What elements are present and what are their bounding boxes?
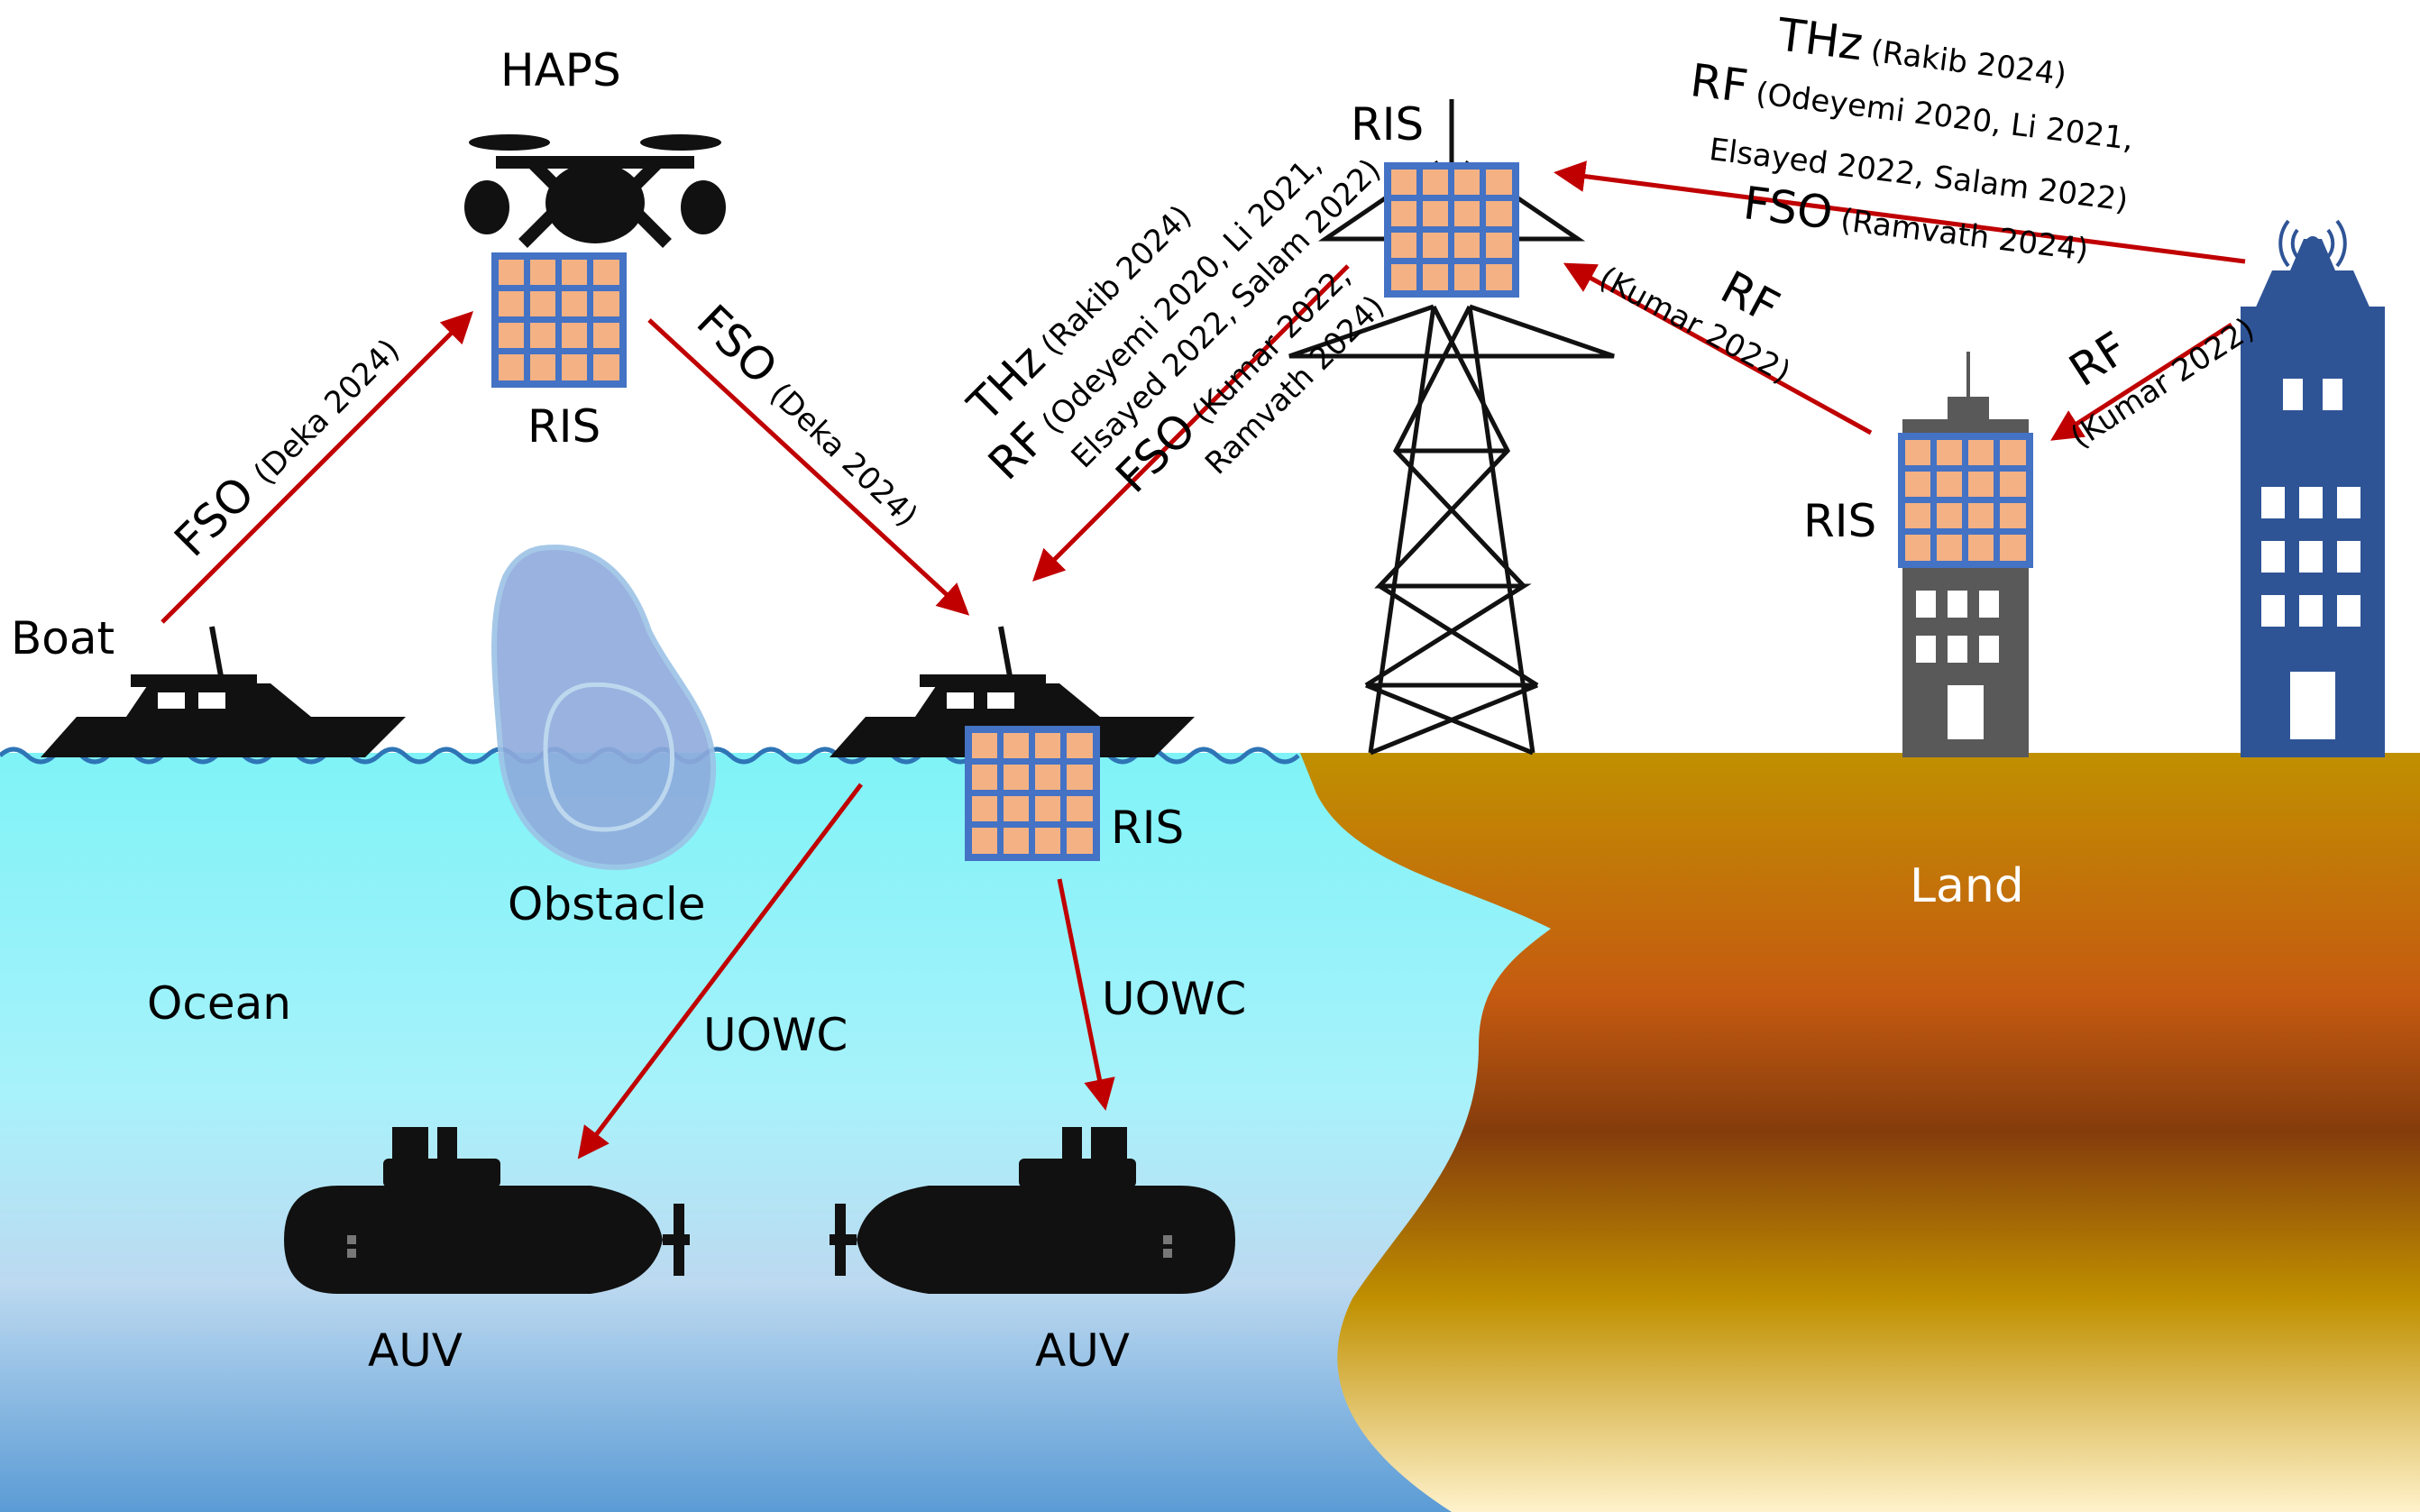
boat-label: Boat [11,612,115,664]
ris-panel-icon [1384,162,1519,298]
ocean-region [0,753,1551,1512]
link-label-bs-tower: THz(Rakib 2024) RF(Odeyemi 2020, Li 2021… [1688,8,2136,268]
arrow-building-to-tower [1563,262,1873,435]
obstacle-icon [491,545,717,870]
link-arrows [160,160,2246,1159]
ris-panel-icon [1898,433,2033,568]
link-label-bs-building: RF (Kumar 2022) [2060,310,2261,455]
ris-panel-icon [491,252,627,388]
drone-icon [464,134,726,248]
arrow-bs-to-building [2050,322,2233,441]
ris-building-label: RIS [1803,495,1876,547]
land-label: Land [1910,859,2024,913]
link-label-boat-haps: FSO (Deka 2024) [164,323,408,567]
arrow-boat-to-auv-left [577,783,863,1159]
building-icon [2241,239,2385,757]
arrow-boat-to-haps [160,311,473,624]
ris-boat-label: RIS [1111,802,1184,854]
land-region [1300,753,2420,1512]
arrow-haps-to-boat [647,318,970,616]
link-label-haps-boat: FSO (Deka 2024) [687,295,934,536]
svg-text:Elsayed 2022, Salam 2022): Elsayed 2022, Salam 2022) [1065,151,1389,475]
uowc-left-label: UOWC [703,1009,848,1061]
arrow-bs-to-tower [1554,160,2246,264]
link-label-building-tower: RF (Kumar 2022) [1593,260,1796,390]
ris-panel-icon [965,726,1100,861]
arrow-ris-to-auv-right [1057,878,1115,1111]
auv-right-label: AUV [1035,1324,1130,1377]
uowc-right-label: UOWC [1102,973,1246,1025]
ris-tower-label: RIS [1351,98,1424,151]
ocean-label: Ocean [147,977,291,1030]
obstacle-label: Obstacle [508,878,706,930]
arrow-tower-to-boat [1032,264,1350,582]
auv-left-label: AUV [368,1324,463,1377]
transmission-tower-icon [1288,99,1615,756]
antenna-icon [2278,219,2347,268]
ris-haps-label: RIS [527,400,600,453]
haps-label: HAPS [500,44,621,96]
